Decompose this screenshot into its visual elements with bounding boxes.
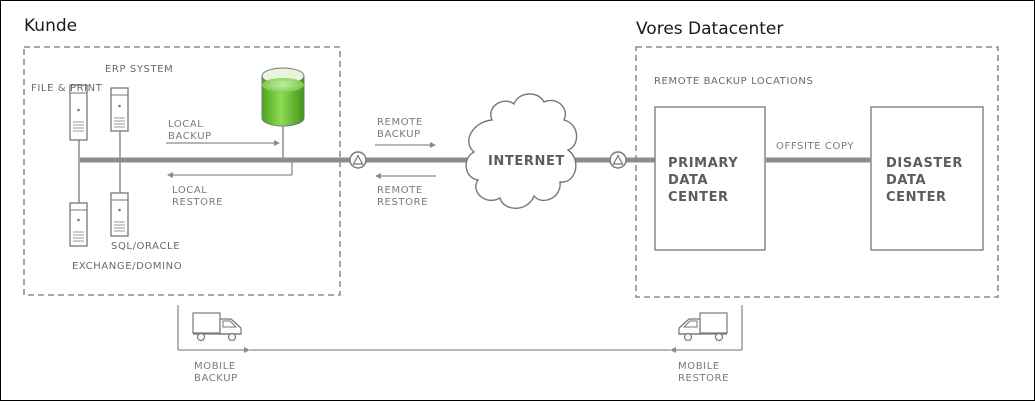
internet-label: INTERNET — [488, 154, 565, 169]
truck-icon-right — [678, 312, 728, 342]
file-print-server-icon — [69, 84, 88, 141]
disaster-label-2: DATA — [886, 173, 926, 188]
exchange-server-icon — [69, 202, 88, 247]
erp-server-icon — [110, 87, 129, 132]
firewall-icon-right — [609, 151, 627, 169]
datacenter-boundary — [635, 46, 999, 298]
offsite-copy-label: OFFSITE COPY — [776, 141, 854, 152]
customer-boundary — [23, 46, 341, 296]
disaster-datacenter-box — [870, 106, 984, 251]
customer-title: Kunde — [24, 16, 77, 36]
mobile-restore-label-1: MOBILE — [678, 361, 720, 372]
disaster-label-3: CENTER — [886, 190, 947, 205]
primary-label-1: PRIMARY — [668, 156, 738, 171]
local-restore-label-2: RESTORE — [172, 197, 223, 208]
sql-server-icon — [110, 192, 129, 237]
remote-backup-label-1: REMOTE — [377, 117, 423, 128]
remote-backup-label-2: BACKUP — [377, 129, 421, 140]
mobile-restore-label-2: RESTORE — [678, 373, 729, 384]
mobile-backup-label-1: MOBILE — [194, 361, 236, 372]
database-icon — [261, 67, 305, 127]
primary-label-2: DATA — [668, 173, 708, 188]
erp-label: ERP SYSTEM — [105, 64, 173, 75]
truck-icon-left — [192, 312, 242, 342]
primary-datacenter-box — [654, 106, 766, 251]
datacenter-title: Vores Datacenter — [636, 19, 783, 39]
sql-label: SQL/ORACLE — [111, 241, 180, 252]
local-backup-label-2: BACKUP — [168, 131, 212, 142]
cloud-icon — [465, 93, 578, 209]
remote-restore-label-2: RESTORE — [377, 197, 428, 208]
exchange-label: EXCHANGE/DOMINO — [72, 261, 182, 272]
file-print-label: FILE & PRINT — [31, 83, 103, 94]
local-backup-label-1: LOCAL — [168, 119, 203, 130]
remote-restore-label-1: REMOTE — [377, 185, 423, 196]
firewall-icon-left — [349, 151, 367, 169]
primary-label-3: CENTER — [668, 190, 729, 205]
disaster-label-1: DISASTER — [886, 156, 963, 171]
local-restore-label-1: LOCAL — [172, 185, 207, 196]
remote-locations-label: REMOTE BACKUP LOCATIONS — [654, 76, 813, 87]
mobile-backup-label-2: BACKUP — [194, 373, 238, 384]
